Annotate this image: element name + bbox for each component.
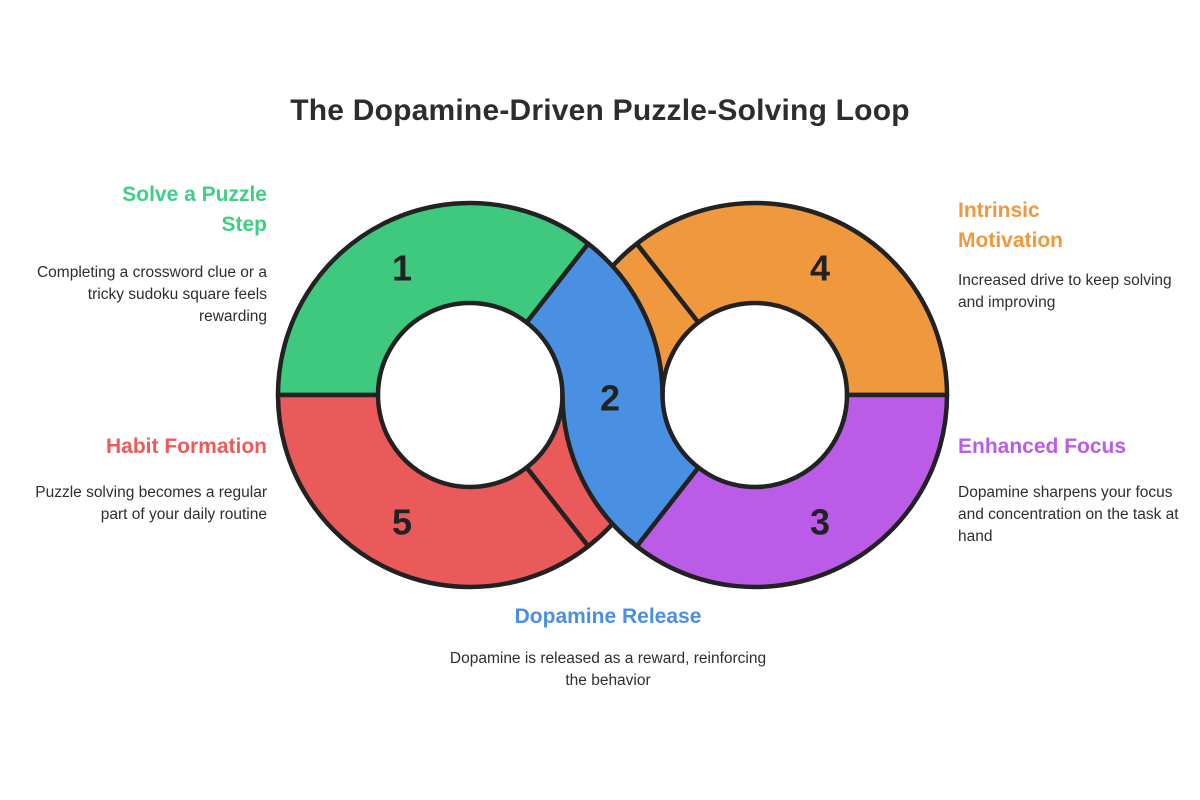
step-4-label: Intrinsic Motivation: [958, 199, 1063, 253]
step-5-number: 5: [392, 502, 412, 543]
step-1-number: 1: [392, 248, 412, 289]
step-2-label: Dopamine Release: [514, 605, 702, 628]
step-1-description: Completing a crossword clue or a tricky …: [36, 264, 267, 325]
segment-5-habit-formation: [275, 392, 591, 590]
segment-2-dopamine-release: [524, 241, 701, 549]
segment-3-enhanced-focus: [634, 392, 950, 590]
step-3-description: Dopamine sharpens your focus and concent…: [958, 484, 1179, 545]
step-4-description: Increased drive to keep solving and impr…: [958, 272, 1172, 311]
step-5-label: Habit Formation: [106, 435, 267, 458]
step-3-label: Enhanced Focus: [958, 435, 1127, 458]
page-title: The Dopamine-Driven Puzzle-Solving Loop: [290, 94, 910, 127]
step-5-description: Puzzle solving becomes a regular part of…: [35, 484, 267, 523]
step-2-description: Dopamine is released as a reward, reinfo…: [449, 650, 767, 689]
segment-1-solve-puzzle: [275, 200, 591, 398]
step-4-number: 4: [810, 248, 830, 289]
step-3-number: 3: [810, 502, 830, 543]
step-1-label: Solve a Puzzle Step: [122, 183, 267, 237]
step-2-number: 2: [600, 378, 620, 419]
segment-4-intrinsic-motivation: [634, 200, 950, 398]
